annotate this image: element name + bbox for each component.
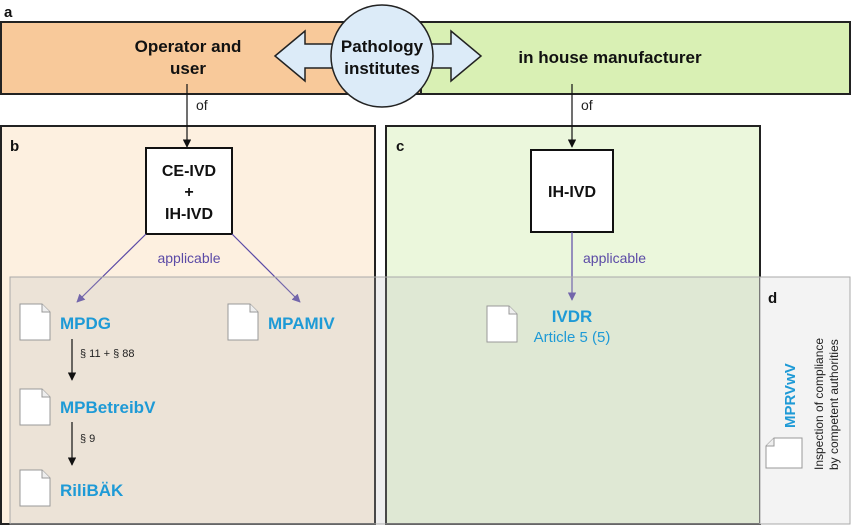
panel-d <box>759 276 851 525</box>
overlay-band <box>9 276 851 525</box>
applicable-label-right: applicable <box>583 250 646 266</box>
ih-ivd-box <box>530 149 614 233</box>
ih-ivd-label: IH-IVD <box>548 184 596 201</box>
pathology-circle <box>330 4 434 108</box>
panel-letter-c: c <box>396 138 404 155</box>
doc-label-mpbetreibv: MPBetreibV <box>60 398 156 417</box>
applicable-label-left: applicable <box>157 250 220 266</box>
doc-label-mprvwv: MPRVwV <box>782 363 799 428</box>
document-icon-mpamiv <box>227 303 259 341</box>
of-label-right: of <box>581 97 593 113</box>
center-label-line2: institutes <box>344 59 420 78</box>
panel-letter-a: a <box>4 4 13 21</box>
paragraph-label-2: § 9 <box>80 433 95 445</box>
document-icon-mpbetreibv <box>19 388 51 426</box>
document-icon-ivdr <box>486 305 518 343</box>
ce-ivd-box <box>145 147 233 235</box>
document-icon-mpdg <box>19 303 51 341</box>
of-label-left: of <box>196 97 208 113</box>
panel-letter-d: d <box>768 290 777 307</box>
applicable-arrow-mpdg <box>76 233 147 303</box>
inspection-line2: by competent authorities <box>827 339 841 470</box>
doc-label-rilibaek: RiliBÄK <box>60 481 124 500</box>
doc-label-ivdr: IVDR <box>552 307 593 326</box>
operator-label-line2: user <box>170 59 206 78</box>
ce-ivd-line1: CE-IVD <box>162 163 216 180</box>
doc-label-ivdr-sub: Article 5 (5) <box>534 329 611 346</box>
doc-label-mpamiv: MPAMIV <box>268 314 335 333</box>
panel-letter-b: b <box>10 138 19 155</box>
doc-label-mpdg: MPDG <box>60 314 111 333</box>
document-icon-mprvwv <box>765 437 803 469</box>
operator-label-line1: Operator and <box>135 37 242 56</box>
center-label-line1: Pathology <box>341 37 424 56</box>
manufacturer-label: in house manufacturer <box>518 48 702 67</box>
document-icon-rilibaek <box>19 469 51 507</box>
manufacturer-bar <box>420 21 851 95</box>
ce-ivd-line3: IH-IVD <box>165 206 213 223</box>
inspection-line1: Inspection of compliance <box>812 338 826 470</box>
ce-ivd-line2: + <box>184 184 193 201</box>
applicable-arrow-mpamiv <box>231 233 301 303</box>
paragraph-label-1: § 11 + § 88 <box>80 348 135 360</box>
